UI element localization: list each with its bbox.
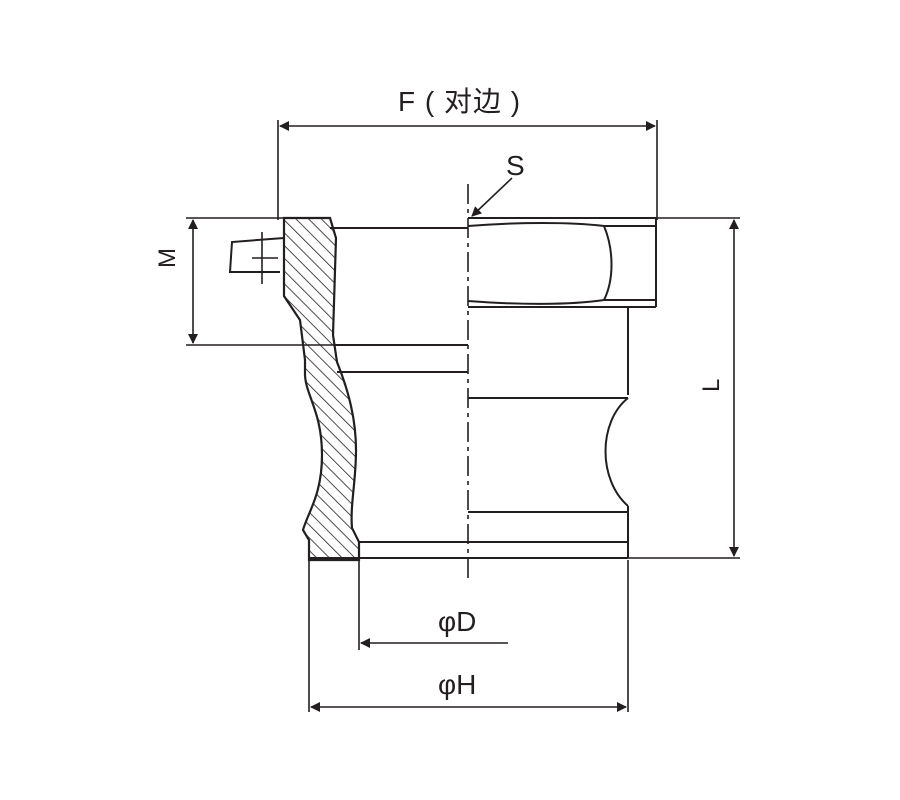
bore-lines [330, 227, 468, 543]
leader-s [471, 177, 513, 217]
label-s: S [506, 150, 525, 181]
exterior-view [309, 217, 657, 559]
dimension-lines [188, 121, 739, 712]
gasket-nub [228, 232, 285, 284]
label-l: L [698, 378, 725, 392]
label-f: F ( 对边 ) [398, 86, 522, 117]
section-wall [282, 216, 361, 562]
label-h: φH [438, 669, 477, 700]
label-m: M [154, 248, 181, 268]
label-d: φD [438, 606, 477, 637]
